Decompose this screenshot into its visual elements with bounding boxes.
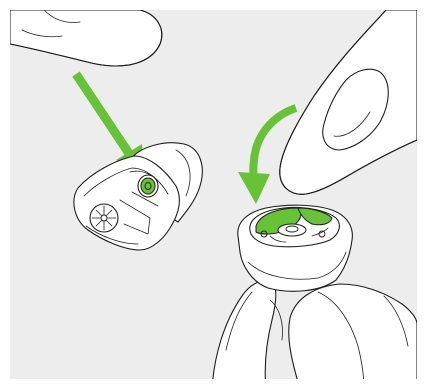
volume-wheel-icon xyxy=(250,207,340,246)
